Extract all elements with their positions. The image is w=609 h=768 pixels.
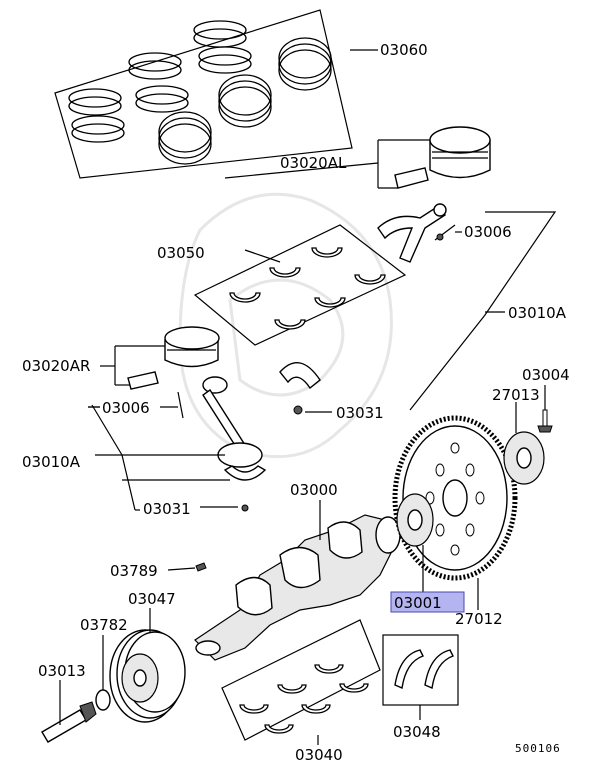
crankshaft[interactable]: [194, 514, 401, 661]
label-03004: 03004: [522, 366, 570, 384]
bearing-cap-right[interactable]: [279, 362, 321, 415]
main-bearing-set[interactable]: [221, 619, 381, 741]
label-27012: 27012: [455, 610, 503, 628]
figure-code: 500106: [515, 742, 561, 755]
flywheel-adapter[interactable]: [396, 493, 434, 547]
label-03000: 03000: [290, 481, 338, 499]
label-03006-left: 03006: [102, 399, 150, 417]
thrust-washer-set[interactable]: [382, 634, 459, 706]
pulley-washer[interactable]: [95, 689, 111, 711]
drive-plate-bolt[interactable]: [537, 409, 553, 433]
highlight-03001[interactable]: [390, 591, 465, 613]
label-03001: 03001: [394, 594, 442, 612]
pulley-bolt[interactable]: [41, 701, 97, 743]
label-03010A-right: 03010A: [508, 304, 567, 322]
label-03789: 03789: [110, 562, 158, 580]
label-03006-top: 03006: [464, 223, 512, 241]
piston-ring-set[interactable]: [54, 9, 353, 179]
label-03020AL: 03020AL: [280, 154, 347, 172]
label-03040: 03040: [295, 746, 343, 764]
drive-plate-adapter[interactable]: [503, 431, 545, 485]
label-27013: 27013: [492, 386, 540, 404]
crankshaft-pulley[interactable]: [109, 629, 186, 723]
label-03031-left: 03031: [143, 500, 191, 518]
piston-left-bank[interactable]: [394, 126, 491, 189]
label-03050: 03050: [157, 244, 205, 262]
label-03047: 03047: [128, 590, 176, 608]
label-03020AR: 03020AR: [22, 357, 90, 375]
label-03010A-left: 03010A: [22, 453, 81, 471]
connecting-rod-top[interactable]: [377, 203, 456, 263]
label-03048: 03048: [393, 723, 441, 741]
conrod-bearing-set[interactable]: [193, 224, 407, 346]
label-03060: 03060: [380, 41, 428, 59]
piston-right-bank[interactable]: [127, 326, 220, 390]
label-03782: 03782: [80, 616, 128, 634]
label-03013: 03013: [38, 662, 86, 680]
label-03031-right: 03031: [336, 404, 384, 422]
woodruff-key[interactable]: [195, 562, 207, 572]
